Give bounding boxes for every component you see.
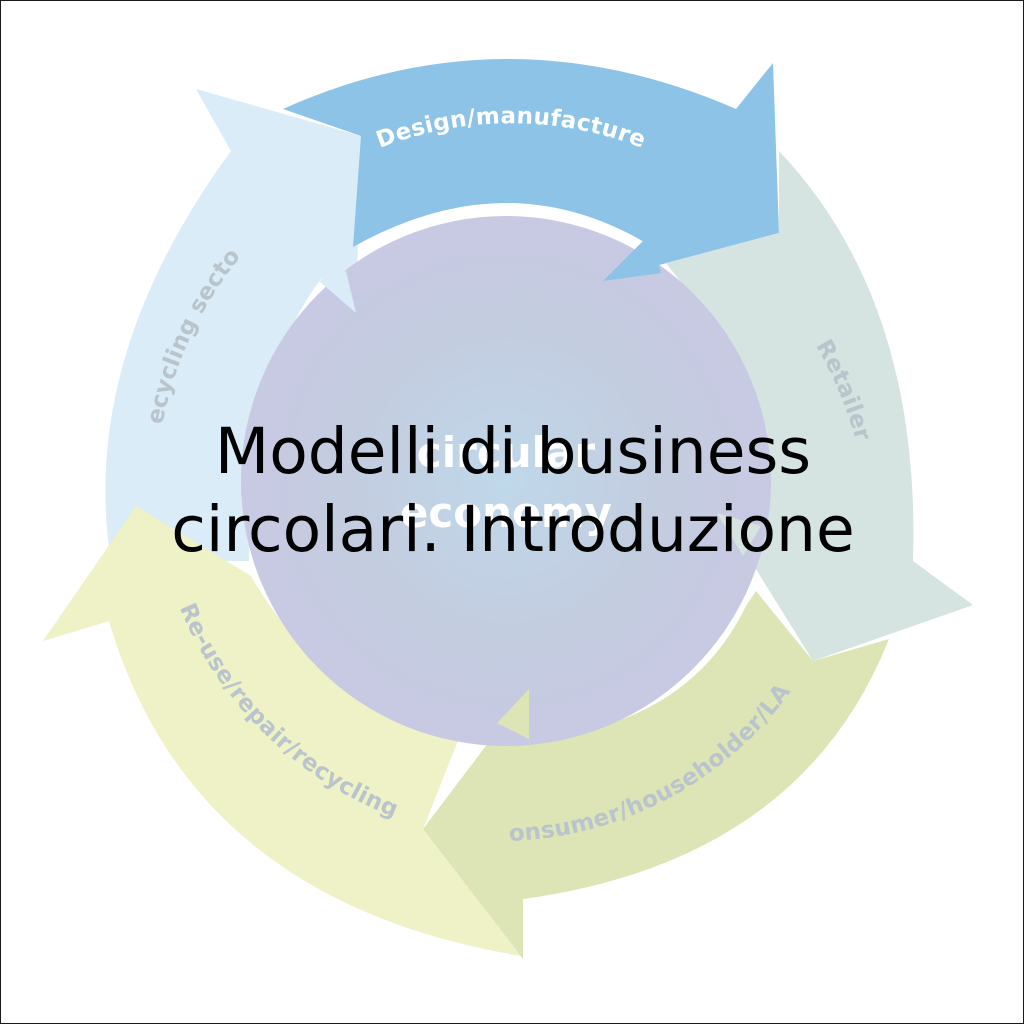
center-circle (241, 216, 771, 746)
segment-design-manufacture (283, 59, 779, 279)
slide-title-line1: Modelli di business (214, 415, 812, 488)
inner-arrowhead (319, 271, 356, 313)
inner-arrowhead (603, 233, 661, 281)
segment-reuse-repair (43, 506, 521, 956)
segment-consumer (423, 591, 889, 959)
segment-recycling-sector (105, 89, 361, 561)
inner-arrowhead (497, 689, 529, 739)
inner-arrowhead (717, 513, 761, 556)
slide-title-line2: circolari. Introduzione (171, 493, 855, 566)
center-label-line2: economy (400, 488, 612, 537)
center-label-line1: circular (417, 428, 596, 477)
slide-title: Modelli di business circolari. Introduzi… (1, 413, 1023, 569)
